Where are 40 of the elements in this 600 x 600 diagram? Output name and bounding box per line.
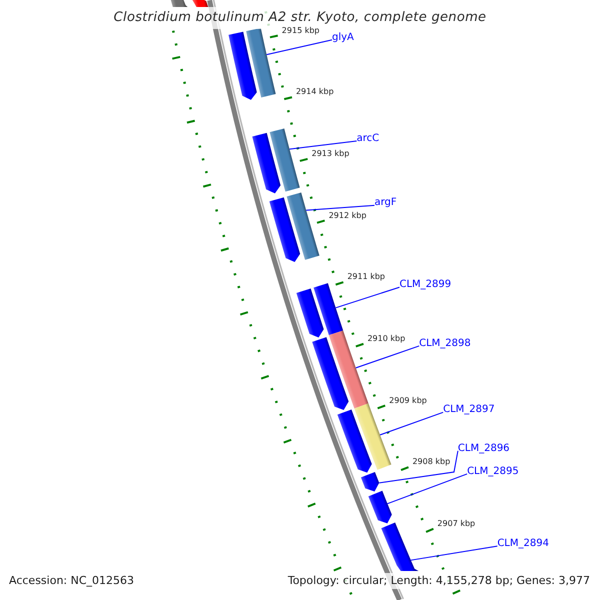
leader-line [378,450,458,484]
leader-line [410,546,498,561]
scale-label: 2909 kbp [389,396,427,406]
gene-label: arcC [356,132,380,145]
gene-label: CLM_2899 [399,279,452,292]
gene-label: glyA [332,32,354,44]
gene-block [269,197,300,262]
gene-label: CLM_2896 [458,442,510,455]
gene-label: CLM_2897 [443,404,495,416]
leader-line [335,286,400,308]
gene-bar [328,330,368,408]
gene-bar [354,403,392,470]
gene-bar [286,192,320,260]
gene-block [252,132,281,194]
scale-label: 2912 kbp [328,210,366,221]
gene-label: CLM_2895 [467,466,519,478]
gene-label: argF [374,197,397,210]
scale-label: 2913 kbp [312,148,350,159]
leader-line [266,39,332,56]
leader-line [306,204,375,211]
scale-label: 2914 kbp [296,87,334,98]
scale-label: 2911 kbp [347,272,386,282]
gene-block [368,490,392,524]
scale-label: 2907 kbp [437,518,476,529]
gene-block [228,32,257,100]
gene-block [337,410,372,473]
leader-line [355,345,420,368]
gene-label: CLM_2898 [419,338,471,350]
gene-label: CLM_2894 [497,538,549,550]
scale-label: 2910 kbp [367,334,406,344]
gene-block [360,472,380,492]
leader-line [380,412,444,436]
gene-bar [270,128,300,192]
scale-label: 2908 kbp [412,457,450,468]
gene-bar [246,28,276,98]
gene-block [312,337,349,410]
gene-bar [314,283,344,336]
gene-block [296,288,324,338]
leader-line [386,473,468,504]
leader-line [289,140,358,150]
